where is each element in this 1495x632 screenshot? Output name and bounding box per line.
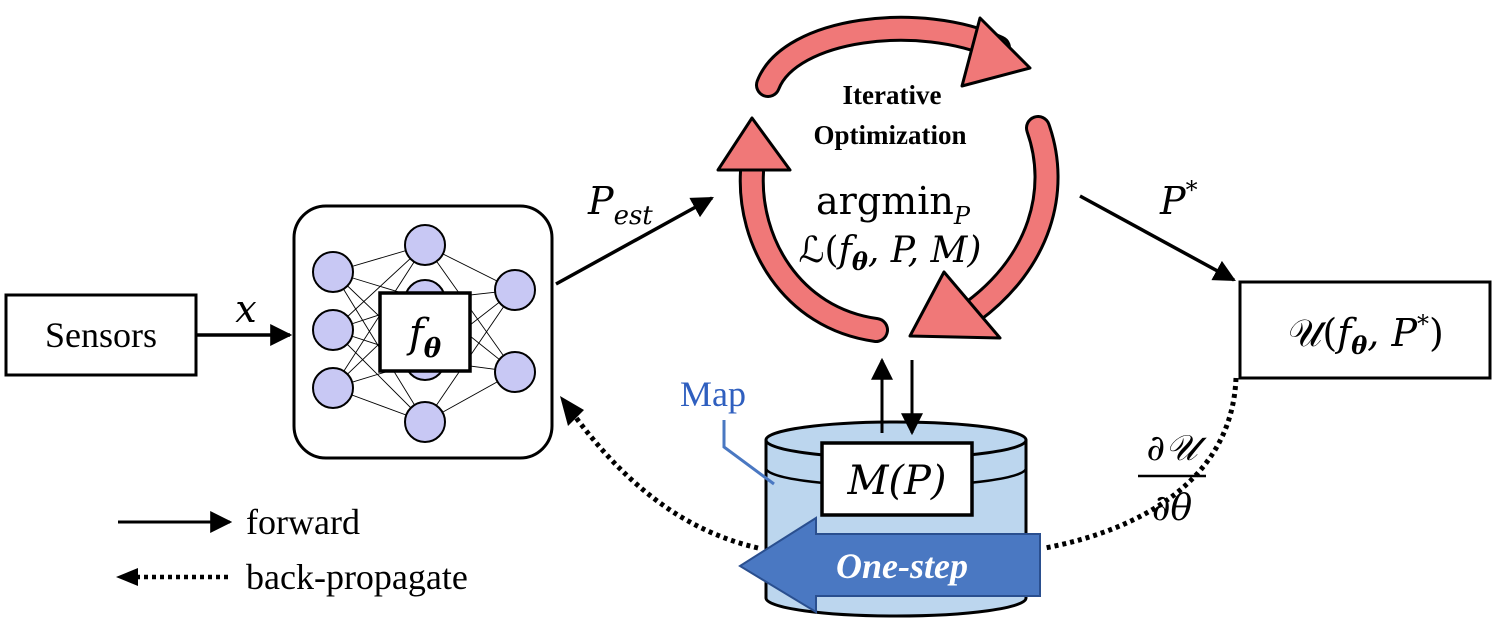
p-star-arrow: P* <box>1079 176 1236 282</box>
map-label-group: Map <box>680 374 775 486</box>
gradient-numerator: ∂𝒰 <box>1146 428 1207 469</box>
optimization-title-line1: Iterative <box>843 80 942 110</box>
neuron <box>312 367 354 409</box>
legend-backprop-label: back-propagate <box>246 557 468 597</box>
input-symbol: x <box>235 287 256 331</box>
sensors-label: Sensors <box>45 315 157 355</box>
neuron <box>312 309 354 351</box>
p-star-label: P* <box>1159 176 1198 223</box>
argmin-expression: argminP <box>816 179 971 230</box>
neuron <box>494 351 536 393</box>
gradient-fraction: ∂𝒰 ∂θ <box>1138 428 1207 529</box>
legend: forward back-propagate <box>116 502 468 597</box>
network-edge <box>332 329 426 423</box>
input-arrow: x <box>196 287 293 346</box>
loss-expression: ℒ(fθ, P, M) <box>799 230 982 276</box>
one-step-arrow: One-step <box>738 516 1041 614</box>
p-est-label: Pest <box>587 179 653 231</box>
neuron <box>404 401 446 443</box>
map-exchange-arrows <box>871 357 923 436</box>
gradient-denominator: ∂θ <box>1152 488 1193 529</box>
neuron <box>312 251 354 293</box>
map-label: Map <box>680 374 746 414</box>
map-query: M(P) <box>846 458 946 504</box>
neuron <box>404 224 446 266</box>
p-est-arrow: Pest <box>555 179 714 286</box>
one-step-label: One-step <box>836 546 968 586</box>
utility-box: 𝒰(fθ, P*) <box>1238 280 1492 380</box>
backprop-path <box>560 377 1239 551</box>
legend-forward-label: forward <box>246 502 360 542</box>
sensors-box: Sensors <box>4 293 198 377</box>
optimization-title-line2: Optimization <box>814 120 967 150</box>
iterative-optimization-cycle: Iterative Optimization argminP ℒ(fθ, P, … <box>716 15 1060 343</box>
neuron <box>494 269 536 311</box>
neural-network-box: fθ <box>292 204 554 460</box>
